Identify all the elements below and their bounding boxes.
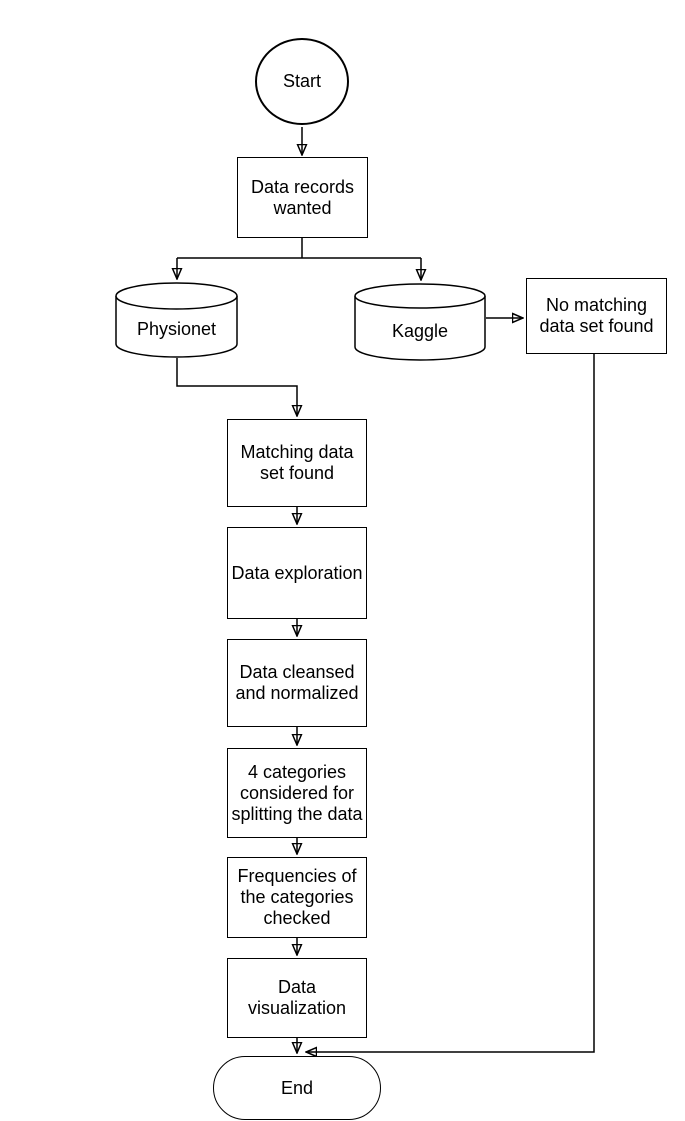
node-data-visualization: Data visualization bbox=[227, 958, 367, 1038]
node-physionet: Physionet bbox=[115, 282, 238, 358]
node-matching-label: Matching data set found bbox=[240, 442, 354, 483]
node-data-exploration-label: Data exploration bbox=[231, 562, 363, 583]
edge-no-matching-to-end bbox=[306, 354, 595, 1052]
node-physionet-label: Physionet bbox=[136, 318, 217, 339]
node-no-matching-data-set-found: No matching data set found bbox=[526, 278, 667, 354]
node-4-categories: 4 categories considered for splitting th… bbox=[227, 748, 367, 838]
node-no-matching-label: No matching data set found bbox=[539, 295, 654, 336]
node-4-categories-label: 4 categories considered for splitting th… bbox=[231, 761, 363, 824]
database-cylinder-icon bbox=[115, 282, 238, 358]
node-matching-data-set-found: Matching data set found bbox=[227, 419, 367, 507]
node-start: Start bbox=[255, 38, 349, 125]
node-frequencies-label: Frequencies of the categories checked bbox=[237, 866, 357, 928]
node-kaggle: Kaggle bbox=[354, 283, 486, 361]
edge-physionet-to-matching bbox=[176, 358, 297, 416]
node-end-label: End bbox=[280, 1077, 314, 1098]
node-kaggle-label: Kaggle bbox=[391, 320, 449, 341]
node-data-records-wanted: Data records wanted bbox=[237, 157, 368, 238]
node-data-cleansed-label: Data cleansed and normalized bbox=[235, 662, 359, 703]
node-data-visualization-label: Data visualization bbox=[247, 977, 347, 1018]
node-start-label: Start bbox=[282, 71, 321, 91]
node-end: End bbox=[213, 1056, 381, 1120]
node-data-cleansed-normalized: Data cleansed and normalized bbox=[227, 639, 367, 727]
node-frequencies-checked: Frequencies of the categories checked bbox=[227, 857, 367, 938]
node-data-exploration: Data exploration bbox=[227, 527, 367, 619]
node-data-records-wanted-label: Data records wanted bbox=[250, 176, 355, 218]
database-cylinder-icon bbox=[354, 283, 486, 361]
